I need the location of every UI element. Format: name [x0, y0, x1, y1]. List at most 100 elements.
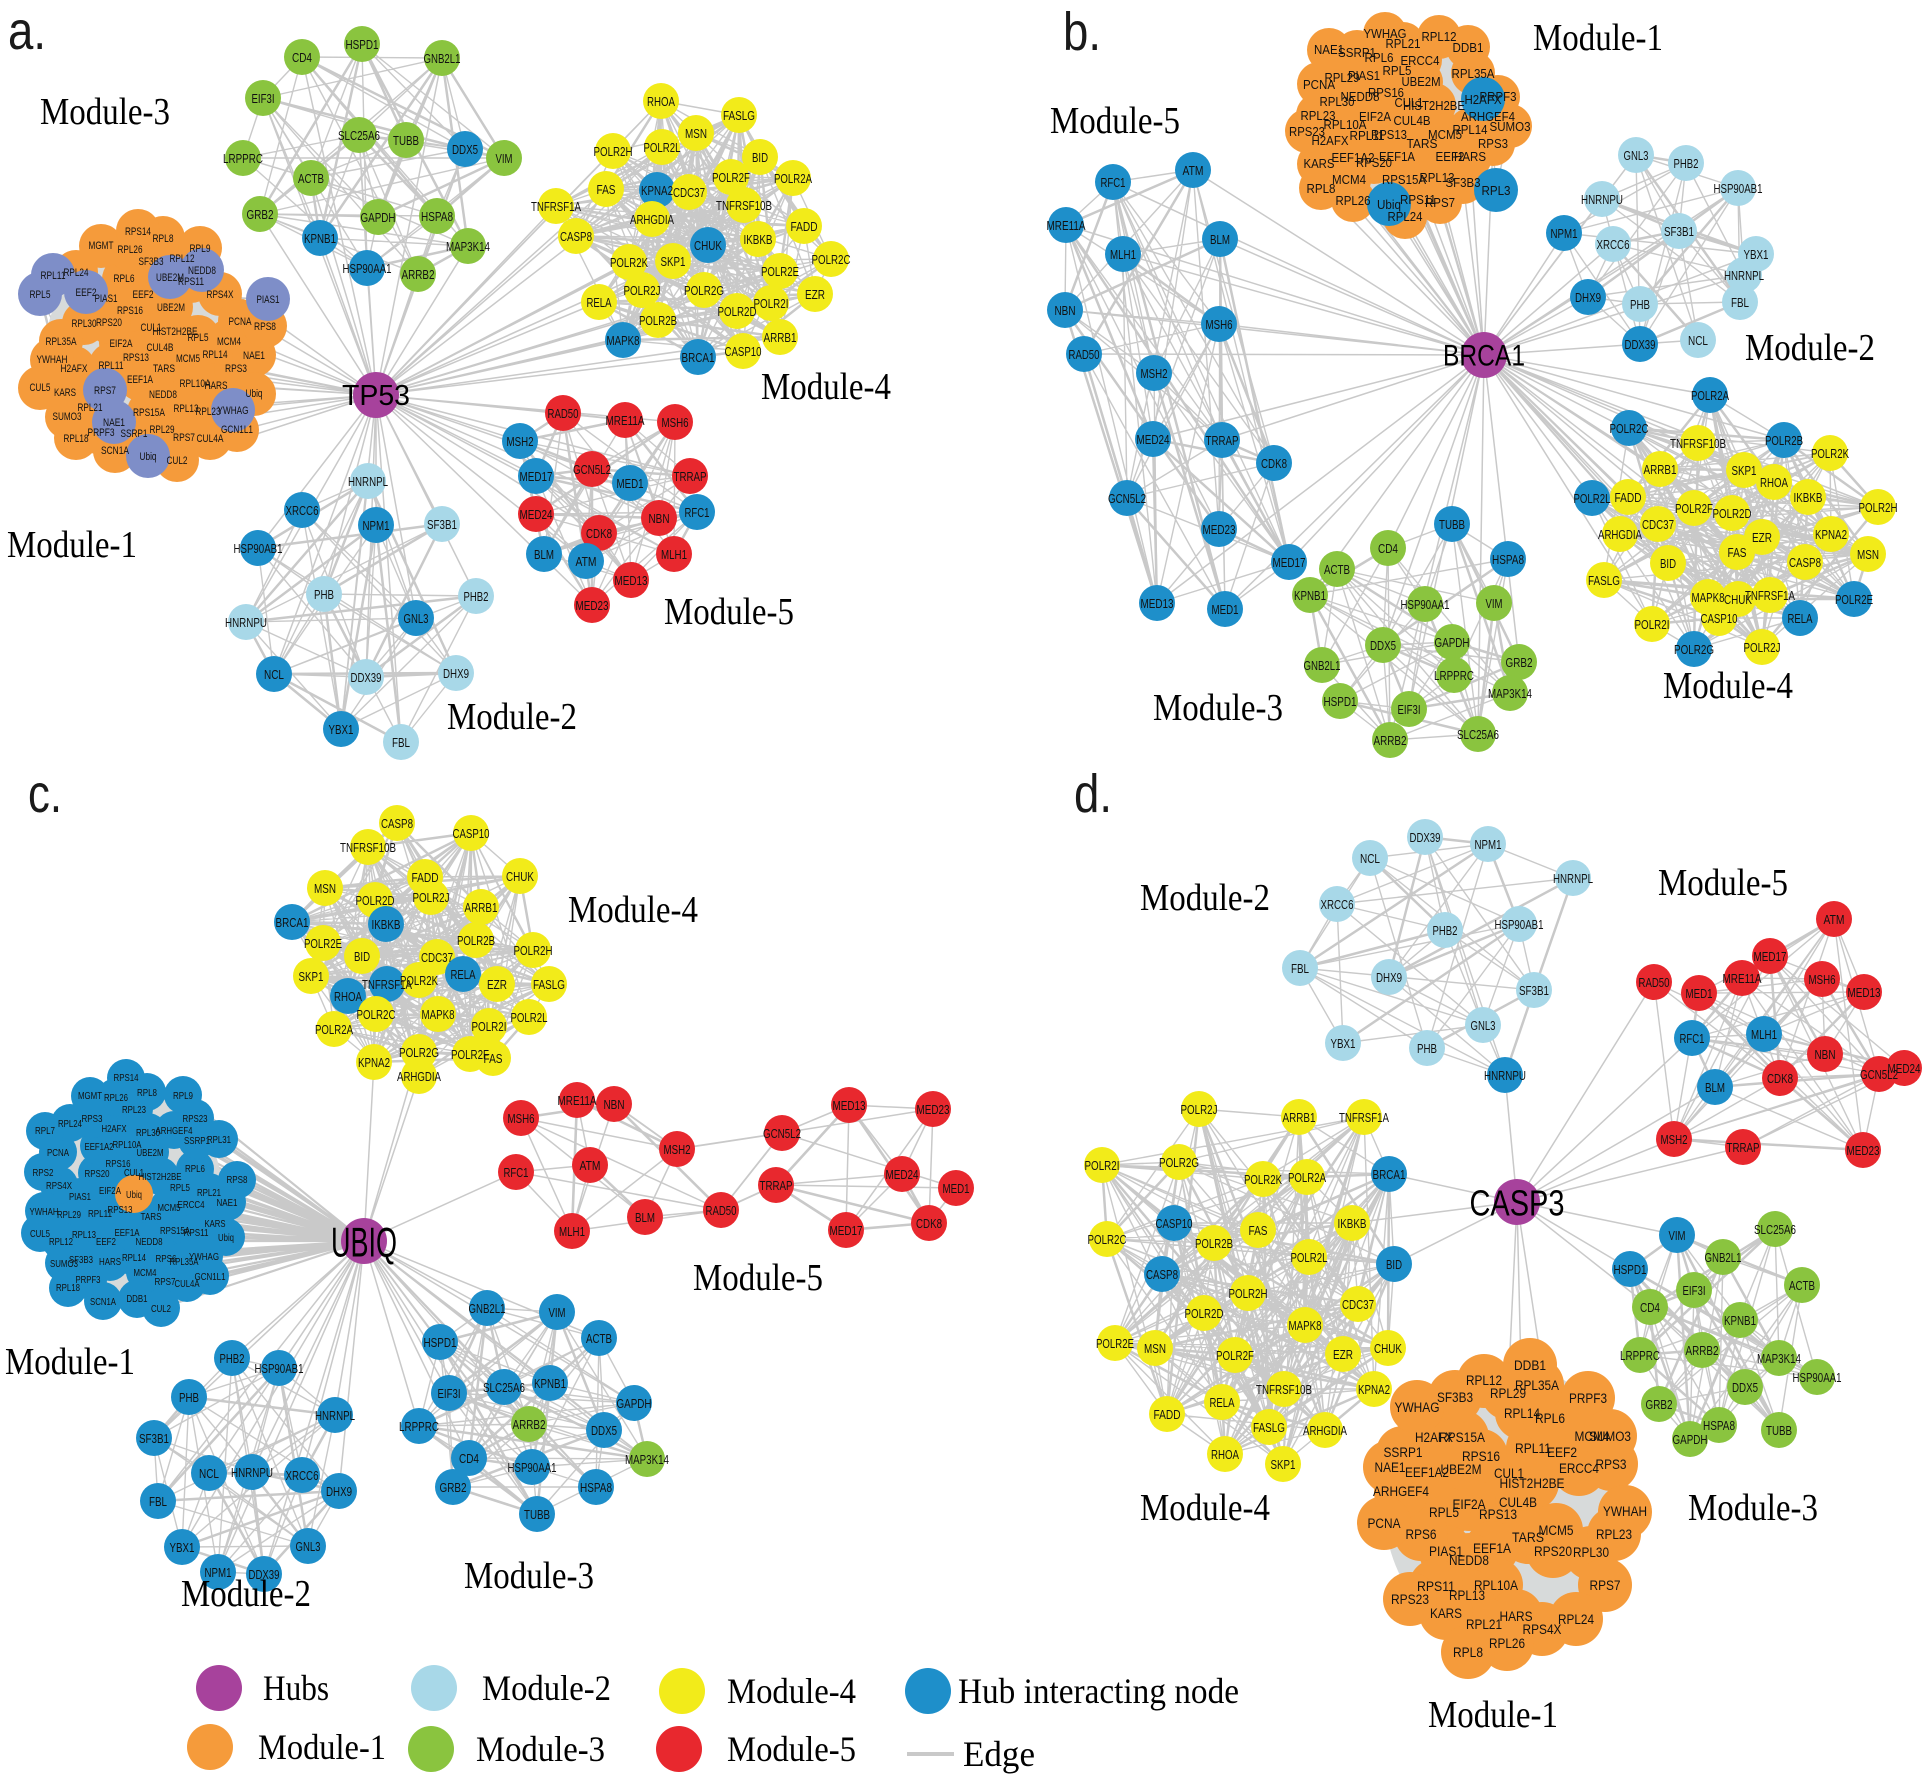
svg-text:POLR2D: POLR2D — [718, 304, 757, 319]
svg-text:Module-1: Module-1 — [1428, 1694, 1558, 1736]
svg-text:HNRNPL: HNRNPL — [1553, 871, 1593, 886]
svg-text:RPL24: RPL24 — [58, 1118, 82, 1130]
svg-text:ARRB1: ARRB1 — [1644, 462, 1677, 477]
svg-text:ERCC4: ERCC4 — [1559, 1461, 1599, 1476]
svg-text:PHB: PHB — [1630, 297, 1650, 312]
svg-text:PRPF3: PRPF3 — [76, 1274, 101, 1286]
svg-text:EIF2A: EIF2A — [110, 338, 133, 350]
svg-text:POLR2E: POLR2E — [761, 264, 799, 279]
svg-text:LRPPRC: LRPPRC — [399, 1419, 439, 1434]
svg-text:CUL4B: CUL4B — [1499, 1495, 1537, 1510]
svg-text:RPS15A: RPS15A — [160, 1225, 190, 1237]
svg-text:CDC37: CDC37 — [1342, 1297, 1374, 1312]
svg-text:KPNA2: KPNA2 — [358, 1055, 390, 1070]
svg-text:FBL: FBL — [1291, 961, 1309, 976]
svg-text:RPS15A: RPS15A — [1382, 172, 1426, 187]
svg-text:RPS23: RPS23 — [183, 1113, 208, 1125]
svg-text:RPL35A: RPL35A — [1515, 1378, 1559, 1393]
svg-text:TARS: TARS — [141, 1211, 162, 1223]
svg-text:Module-2: Module-2 — [447, 696, 577, 738]
svg-text:HNRNPL: HNRNPL — [1724, 268, 1764, 283]
svg-text:POLR2I: POLR2I — [1085, 1158, 1120, 1173]
svg-text:H2AFX: H2AFX — [1465, 92, 1502, 107]
svg-text:MED24: MED24 — [520, 507, 553, 522]
svg-text:SF3B3: SF3B3 — [139, 256, 164, 268]
svg-text:RPL11: RPL11 — [99, 360, 124, 372]
svg-text:ACTB: ACTB — [1324, 562, 1350, 577]
svg-text:FBL: FBL — [1731, 295, 1749, 310]
svg-text:RPS13: RPS13 — [1371, 127, 1407, 142]
svg-text:TARS: TARS — [153, 363, 175, 375]
svg-text:RPS23: RPS23 — [1289, 124, 1325, 139]
svg-text:BID: BID — [1386, 1257, 1402, 1272]
svg-text:Module-5: Module-5 — [1658, 862, 1788, 904]
svg-text:RPL9: RPL9 — [173, 1090, 193, 1102]
svg-text:SKP1: SKP1 — [1732, 463, 1757, 478]
svg-text:GNL3: GNL3 — [1624, 148, 1649, 163]
svg-text:SSRP1: SSRP1 — [1384, 1445, 1423, 1460]
svg-text:RPL30: RPL30 — [136, 1127, 160, 1139]
svg-text:PCNA: PCNA — [229, 316, 252, 328]
svg-text:KPNA2: KPNA2 — [641, 183, 673, 198]
svg-text:BLM: BLM — [534, 547, 554, 562]
svg-text:HNRNPU: HNRNPU — [225, 615, 267, 630]
svg-text:HARS: HARS — [1454, 149, 1486, 164]
svg-text:CDK8: CDK8 — [1261, 456, 1287, 471]
svg-text:RPS14: RPS14 — [125, 226, 151, 238]
svg-text:RPS7: RPS7 — [173, 432, 195, 444]
svg-text:MED1: MED1 — [943, 1181, 970, 1196]
svg-text:ARRB1: ARRB1 — [465, 900, 498, 915]
svg-text:ERCC4: ERCC4 — [178, 1199, 205, 1211]
svg-text:RPL29: RPL29 — [1490, 1386, 1526, 1401]
svg-text:SLC25A6: SLC25A6 — [483, 1380, 525, 1395]
svg-text:SCN1A: SCN1A — [101, 445, 129, 457]
svg-text:HSPD1: HSPD1 — [346, 37, 379, 52]
svg-text:TNFRSF1A: TNFRSF1A — [362, 977, 412, 992]
svg-text:LRPPRC: LRPPRC — [1620, 1348, 1660, 1363]
svg-text:TNFRSF1A: TNFRSF1A — [531, 199, 581, 214]
svg-text:CD4: CD4 — [1378, 541, 1398, 556]
svg-text:YWHAH: YWHAH — [30, 1206, 59, 1218]
svg-text:ACTB: ACTB — [586, 1331, 612, 1346]
svg-text:FBL: FBL — [392, 735, 410, 750]
svg-text:SCN1A: SCN1A — [90, 1296, 116, 1308]
svg-text:GAPDH: GAPDH — [617, 1396, 652, 1411]
svg-text:NAE1: NAE1 — [1375, 1460, 1406, 1475]
svg-text:EZR: EZR — [1752, 530, 1772, 545]
svg-text:FAS: FAS — [1728, 545, 1747, 560]
svg-text:RPS15A: RPS15A — [1439, 1430, 1485, 1445]
svg-text:EEF1A2: EEF1A2 — [1332, 150, 1375, 165]
svg-text:SUMO3: SUMO3 — [1490, 119, 1531, 134]
svg-text:YWHAG: YWHAG — [1395, 1400, 1440, 1415]
svg-text:RPL5: RPL5 — [188, 332, 209, 344]
svg-text:RPS11: RPS11 — [178, 276, 204, 288]
svg-text:ARRB2: ARRB2 — [1686, 1343, 1719, 1358]
svg-text:Hub interacting node: Hub interacting node — [958, 1671, 1239, 1711]
svg-text:EIF3I: EIF3I — [1398, 702, 1421, 717]
svg-text:PCNA: PCNA — [47, 1147, 69, 1159]
svg-text:RPL6: RPL6 — [114, 273, 135, 285]
svg-text:NEDD8: NEDD8 — [1449, 1553, 1489, 1568]
svg-text:NBN: NBN — [1815, 1047, 1836, 1062]
svg-text:POLR2K: POLR2K — [1811, 446, 1849, 461]
svg-text:POLR2I: POLR2I — [1635, 617, 1670, 632]
svg-text:a.: a. — [8, 1, 46, 61]
svg-text:RPL21: RPL21 — [78, 402, 103, 414]
svg-text:PIAS1: PIAS1 — [1429, 1544, 1463, 1559]
svg-text:HIST2H2BE: HIST2H2BE — [139, 1171, 182, 1183]
svg-text:POLR2B: POLR2B — [1765, 433, 1803, 448]
svg-text:Module-4: Module-4 — [761, 366, 891, 408]
svg-text:GCN1L1: GCN1L1 — [221, 424, 253, 436]
svg-text:EEF1A2: EEF1A2 — [85, 1141, 114, 1153]
svg-text:H2AFX: H2AFX — [1312, 133, 1349, 148]
svg-text:RPS3: RPS3 — [1478, 136, 1508, 151]
svg-text:Ubiq: Ubiq — [218, 1232, 234, 1244]
svg-text:RPL13: RPL13 — [1420, 170, 1455, 185]
svg-text:Module-3: Module-3 — [476, 1729, 605, 1769]
svg-text:RPL13: RPL13 — [174, 403, 199, 415]
svg-text:GNB2L1: GNB2L1 — [469, 1301, 506, 1316]
svg-text:HSPA8: HSPA8 — [1703, 1418, 1735, 1433]
svg-text:EIF3I: EIF3I — [1683, 1283, 1706, 1298]
svg-text:MCM5: MCM5 — [176, 353, 200, 365]
svg-text:VIM: VIM — [549, 1305, 566, 1320]
